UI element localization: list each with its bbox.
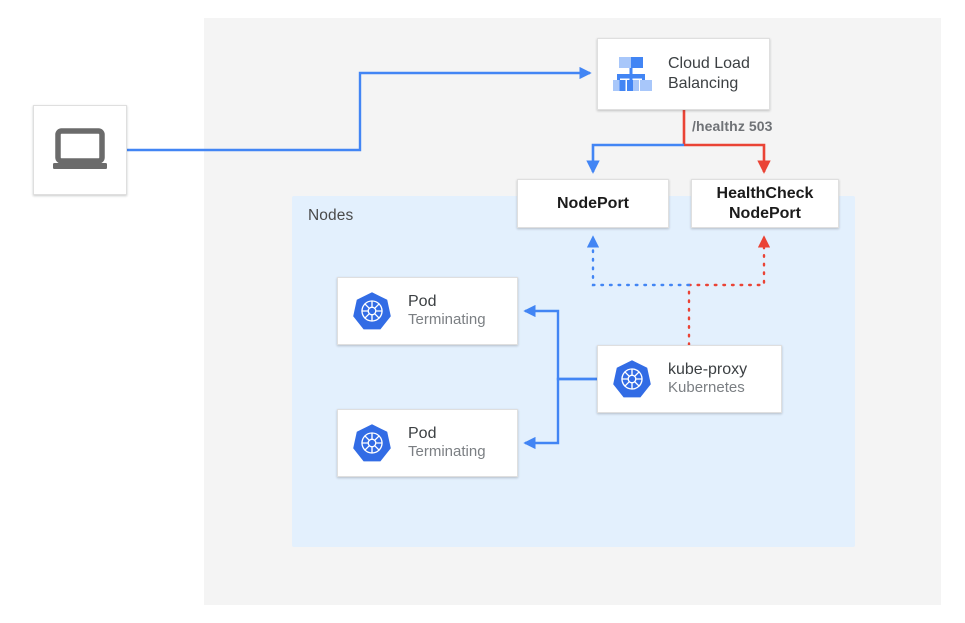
pod-node-1-status: Terminating (408, 311, 486, 329)
pod-node-1-text: Pod Terminating (408, 292, 486, 330)
cloud-load-balancing-text: Cloud Load Balancing (668, 54, 750, 93)
healthcheck-nodeport-label-line2: NodePort (728, 204, 801, 222)
cloud-load-balancing-icon (610, 53, 656, 95)
kube-proxy-text: kube-proxy Kubernetes (668, 360, 747, 398)
cloud-load-balancing-label-line1: Cloud Load (668, 55, 750, 73)
pod-node-2[interactable]: Pod Terminating (337, 409, 518, 477)
nodes-region-label: Nodes (308, 207, 354, 224)
client-node[interactable] (33, 105, 127, 195)
kubernetes-icon (352, 423, 392, 463)
kube-proxy-subtitle: Kubernetes (668, 379, 745, 397)
nodeport-node[interactable]: NodePort (517, 179, 669, 228)
pod-node-1-title: Pod (408, 292, 437, 310)
kube-proxy-title: kube-proxy (668, 360, 748, 378)
healthcheck-nodeport-label-line1: HealthCheck (716, 184, 814, 202)
kubernetes-icon (352, 291, 392, 331)
pod-node-2-title: Pod (408, 424, 437, 442)
cloud-load-balancing-node[interactable]: Cloud Load Balancing (597, 38, 770, 110)
kube-proxy-node[interactable]: kube-proxy Kubernetes (597, 345, 782, 413)
nodeport-label: NodePort (557, 194, 629, 212)
pod-node-1[interactable]: Pod Terminating (337, 277, 518, 345)
laptop-icon (51, 128, 109, 172)
pod-node-2-status: Terminating (408, 443, 486, 461)
kubernetes-icon (612, 359, 652, 399)
pod-node-2-text: Pod Terminating (408, 424, 486, 462)
cloud-load-balancing-label-line2: Balancing (668, 75, 739, 92)
healthz-edge-label: /healthz 503 (692, 118, 773, 134)
healthcheck-nodeport-node[interactable]: HealthCheck NodePort (691, 179, 839, 228)
healthcheck-nodeport-text: HealthCheck NodePort (717, 184, 814, 224)
